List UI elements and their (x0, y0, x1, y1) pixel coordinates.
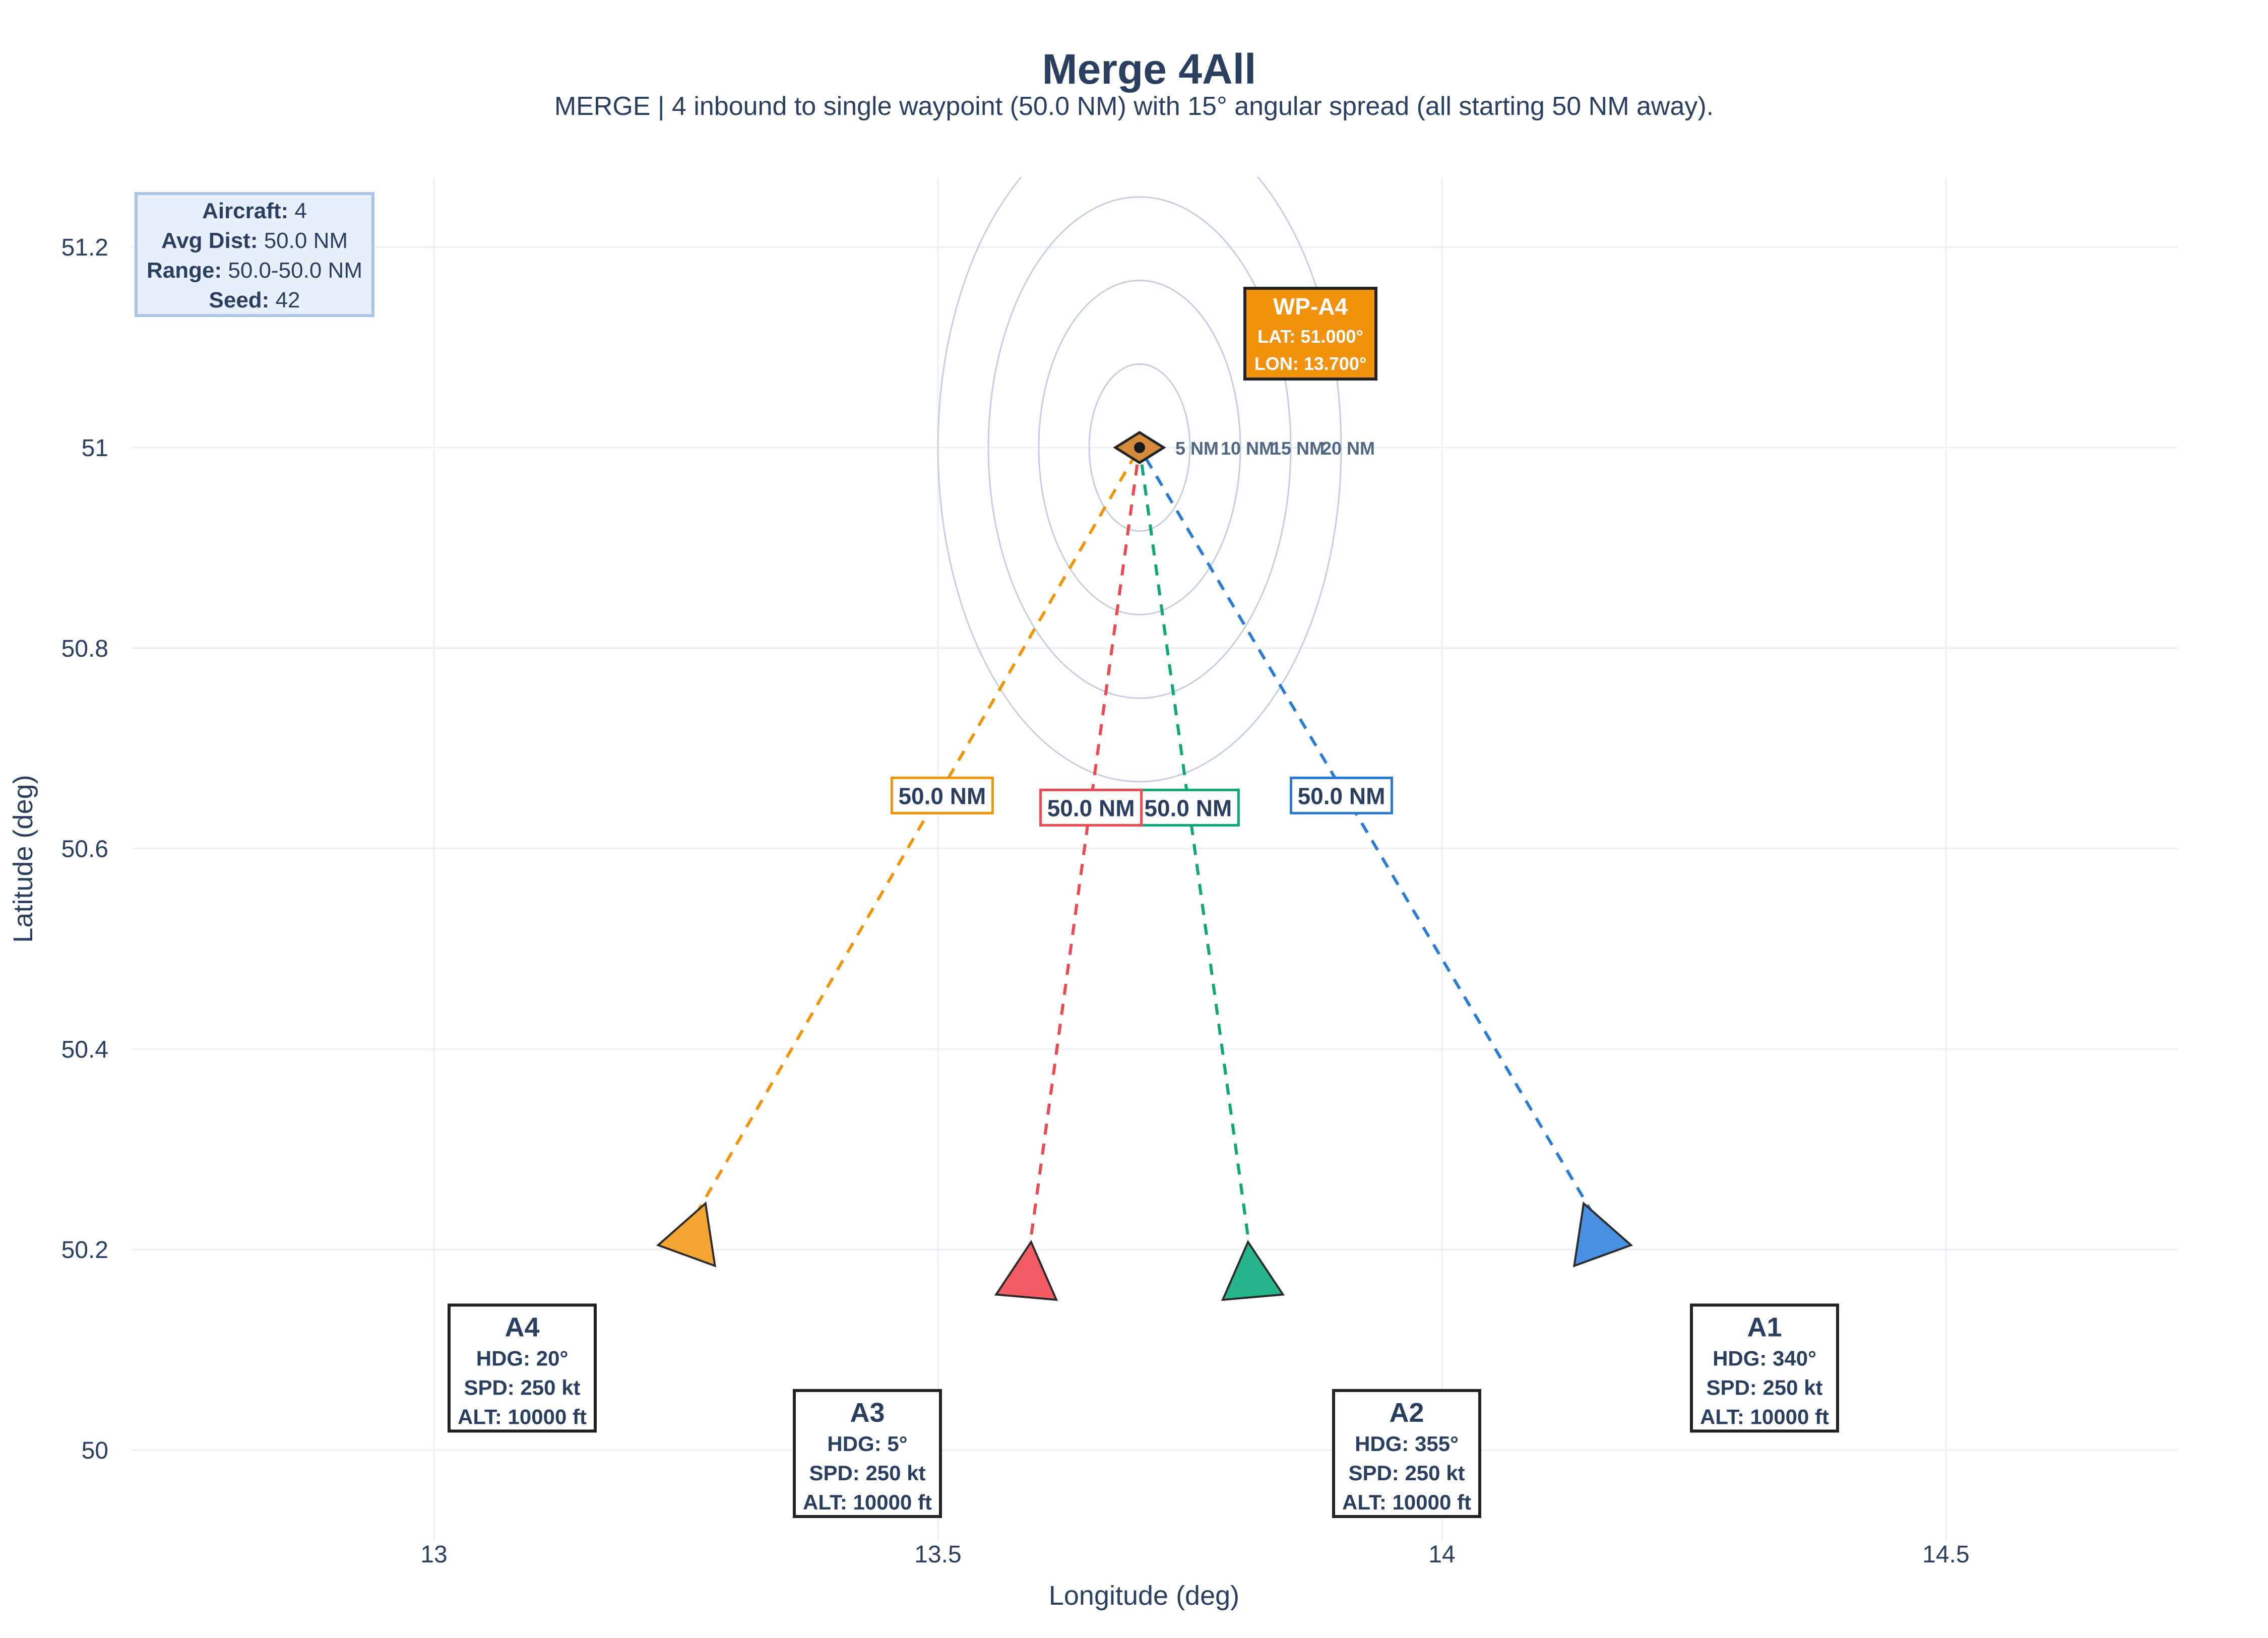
aircraft-heading: HDG: 20° (476, 1346, 569, 1370)
flight-tracks (695, 447, 1595, 1255)
stats-aircraft-key: Aircraft: (202, 199, 294, 223)
aircraft-info-box (448, 1303, 597, 1433)
aircraft-heading: HDG: 340° (1713, 1346, 1816, 1370)
stats-seed-value: 42 (276, 288, 300, 312)
aircraft-marker-a2 (1221, 1240, 1285, 1301)
flight-track (695, 447, 1141, 1215)
range-ring (1088, 363, 1191, 532)
aircraft-marker-a3 (994, 1240, 1058, 1301)
range-ring (937, 177, 1342, 783)
distance-labels: 50.0 NM 50.0 NM 50.0 NM 50.0 NM (890, 776, 1393, 827)
stats-box (135, 192, 374, 317)
distance-label: 50.0 NM (898, 783, 986, 809)
distance-label-box (1290, 776, 1393, 814)
aircraft-speed: SPD: 250 kt (1348, 1461, 1465, 1485)
range-ring (987, 196, 1292, 699)
stats-avg-dist-value: 50.0 NM (264, 228, 348, 253)
flight-track (1138, 447, 1595, 1215)
distance-label-box (890, 776, 994, 814)
range-rings (937, 177, 1342, 783)
aircraft-id: A4 (505, 1312, 539, 1342)
stats-range-key: Range: (147, 258, 228, 283)
flight-track (1027, 447, 1141, 1255)
x-tick-label: 14 (1428, 1541, 1455, 1568)
x-tick-label: 13.5 (914, 1541, 961, 1568)
stats-seed-key: Seed: (209, 288, 276, 312)
distance-label: 50.0 NM (1144, 795, 1232, 821)
stats-range-value: 50.0-50.0 NM (228, 258, 362, 283)
aircraft-info-box (1690, 1303, 1839, 1433)
x-tick-label: 14.5 (1922, 1541, 1969, 1568)
y-tick-label: 51.2 (61, 234, 108, 261)
y-tick-label: 51 (82, 435, 108, 462)
y-tick-label: 50.6 (61, 836, 108, 863)
aircraft-id: A3 (850, 1398, 885, 1428)
chart-title: Merge 4All (1042, 45, 1256, 93)
aircraft-speed: SPD: 250 kt (1706, 1375, 1822, 1399)
aircraft-info-box (1332, 1389, 1481, 1518)
waypoint-lon: LON: 13.700° (1254, 353, 1367, 374)
waypoint-lat: LAT: 51.000° (1257, 326, 1363, 347)
chart-subtitle: MERGE | 4 inbound to single waypoint (50… (554, 92, 1714, 121)
y-axis-title: Latitude (deg) (8, 775, 38, 942)
stats-aircraft: Aircraft: 4 (202, 199, 307, 223)
y-tick-label: 50 (82, 1437, 108, 1464)
y-tick-label: 50.2 (61, 1237, 108, 1264)
aircraft-info-box (793, 1389, 942, 1518)
y-tick-label: 50.4 (61, 1036, 108, 1063)
x-axis-title: Longitude (deg) (1049, 1581, 1239, 1611)
waypoint-center-dot (1134, 442, 1145, 454)
x-tick-label: 13 (420, 1541, 447, 1568)
range-ring-label: 5 NM (1175, 438, 1219, 459)
y-tick-label: 50.8 (61, 636, 108, 662)
distance-label: 50.0 NM (1298, 783, 1385, 809)
grid (132, 177, 2178, 1540)
stats-avg-dist: Avg Dist: 50.0 NM (161, 228, 348, 253)
stats-seed: Seed: 42 (209, 288, 300, 312)
distance-label-box (1039, 788, 1143, 827)
flight-track (1138, 447, 1252, 1255)
aircraft-id: A1 (1747, 1312, 1782, 1342)
aircraft-altitude: ALT: 10000 ft (1342, 1490, 1471, 1514)
waypoint-label-box (1243, 287, 1377, 381)
aircraft-heading: HDG: 355° (1355, 1432, 1459, 1456)
stats-range: Range: 50.0-50.0 NM (147, 258, 362, 283)
aircraft-marker-a1 (1572, 1201, 1633, 1268)
aircraft-altitude: ALT: 10000 ft (1700, 1405, 1829, 1428)
distance-label-box (1136, 788, 1240, 827)
aircraft-speed: SPD: 250 kt (464, 1375, 580, 1399)
stats-aircraft-value: 4 (294, 199, 306, 223)
waypoint-name: WP-A4 (1273, 293, 1348, 320)
axes: 13 13.5 14 14.5 50 50.2 50.4 50.6 50.8 51 51.2Long… (8, 234, 1970, 1611)
range-ring-label: 10 NM (1221, 438, 1274, 459)
aircraft-altitude: ALT: 10000 ft (803, 1490, 932, 1514)
aircraft-altitude: ALT: 10000 ft (458, 1405, 587, 1428)
distance-label: 50.0 NM (1047, 795, 1135, 821)
range-ring-label: 15 NM (1271, 438, 1325, 459)
aircraft-speed: SPD: 250 kt (809, 1461, 925, 1485)
range-ring (1038, 279, 1241, 616)
aircraft-heading: HDG: 5° (827, 1432, 907, 1456)
range-ring-label: 20 NM (1321, 438, 1375, 459)
stats-avg-dist-key: Avg Dist: (161, 228, 264, 253)
aircraft-markers (656, 1201, 1633, 1301)
aircraft-marker-a4 (656, 1201, 717, 1268)
aircraft-id: A2 (1389, 1398, 1424, 1428)
